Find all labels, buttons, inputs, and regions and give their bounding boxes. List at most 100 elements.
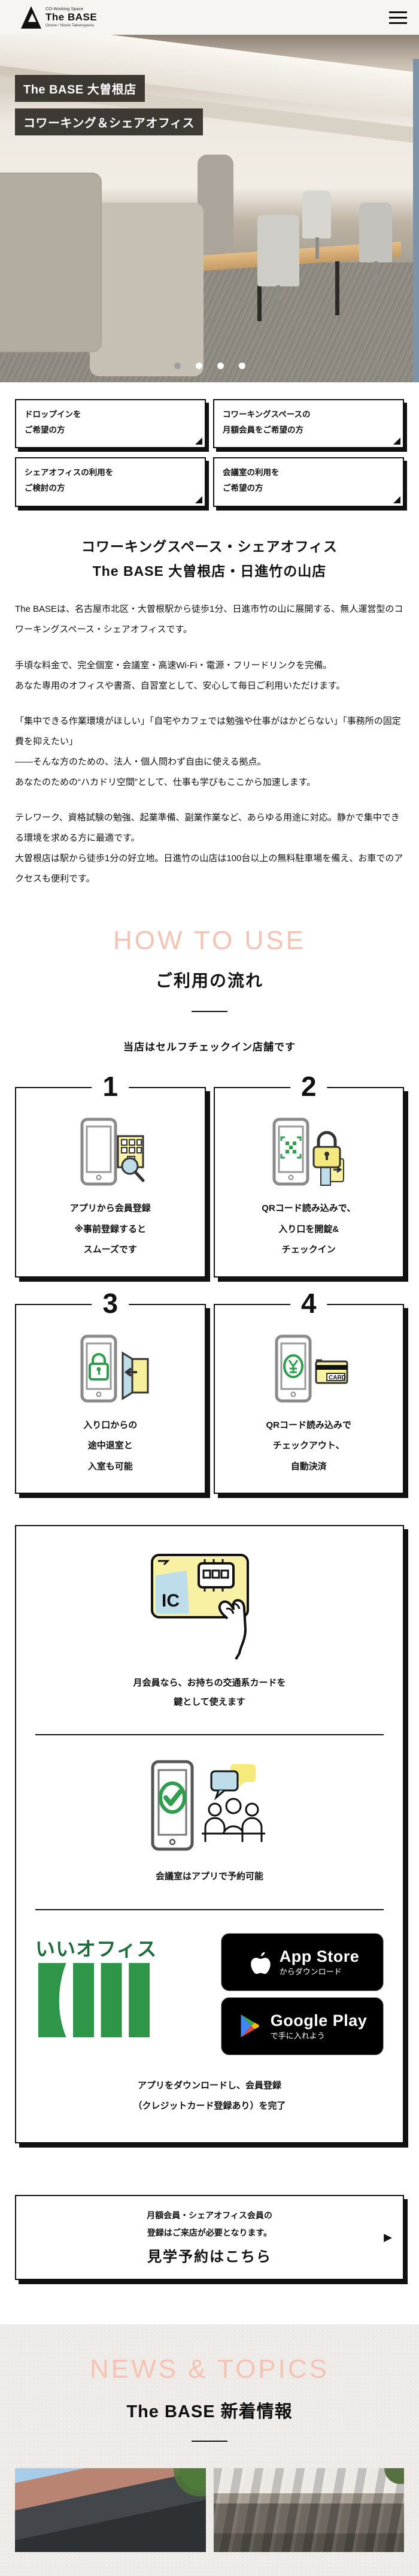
option-label: ドロップインを: [25, 410, 81, 419]
step-text: スムーズです: [83, 1245, 137, 1255]
ic-card-note-line2: 鍵として使えます: [174, 1696, 245, 1707]
apple-icon: [250, 1952, 271, 1974]
step-number: 3: [92, 1289, 129, 1318]
hero-photo-chair: [257, 215, 299, 307]
phone-qr-unlock-icon: [220, 1115, 399, 1191]
news-title: The BASE 新着情報: [126, 2402, 293, 2421]
cta-note-line1: 月額会員・シェアオフィス会員の: [147, 2210, 272, 2220]
news-section: NEWS & TOPICS The BASE 新着情報: [0, 2324, 419, 2576]
membership-info-box: IC 月会員なら、お持ちの交通系カードを 鍵として使えます: [15, 1525, 404, 2143]
news-photo-exterior[interactable]: [15, 2468, 206, 2552]
cta-note-line2: 登録はご来店が必要となります。: [147, 2228, 272, 2238]
corner-triangle-icon: [393, 496, 400, 503]
corner-triangle-icon: [195, 496, 202, 503]
logo-subtitle: Ozone / Nissin Takenoyama: [45, 23, 94, 28]
step-text: ※事前登録すると: [74, 1224, 147, 1234]
logo-brand: The BASE: [45, 11, 98, 23]
hero-carousel: The BASE 大曽根店 コワーキング＆シェアオフィス: [0, 35, 419, 382]
hamburger-menu-icon[interactable]: [389, 9, 407, 26]
intro-text-line: あなたのための“ハカドリ空間”として、仕事も学びもここから加速します。: [15, 777, 316, 787]
step-number: 1: [92, 1072, 129, 1101]
option-label: シェアオフィスの利用を: [25, 468, 114, 478]
tour-reservation-button[interactable]: 月額会員・シェアオフィス会員の 登録はご来店が必要となります。 見学予約はこちら…: [15, 2194, 404, 2280]
step-card-4: 4 CARD QRコード読み込みで チェックアウト、 自動決済: [213, 1289, 404, 1494]
hero-photo-window: [413, 59, 419, 382]
step-number: 2: [290, 1072, 327, 1101]
hero-photo-chair: [359, 203, 392, 283]
option-label: ご希望の方: [223, 483, 263, 493]
app-download-note-line1: アプリをダウンロードし、会員登録: [137, 2080, 281, 2091]
google-play-badge-subtitle: で手に入れよう: [270, 2031, 325, 2041]
option-label: 月額会員をご希望の方: [223, 425, 303, 434]
step-text: アプリから会員登録: [69, 1203, 151, 1214]
howto-section: HOW TO USE ご利用の流れ 当店はセルフチェックイン店舗です: [0, 926, 419, 1053]
news-kicker: NEWS & TOPICS: [89, 2354, 329, 2384]
carousel-dot-1[interactable]: [174, 363, 181, 369]
news-photo-interior[interactable]: [213, 2468, 404, 2552]
intro-text-line: あなた専用のオフィスや書斎、自習室として、安心して毎日ご利用いただけます。: [15, 680, 345, 691]
ic-card-note: 月会員なら、お持ちの交通系カードを 鍵として使えます: [33, 1674, 386, 1711]
intro-text-line: 手頃な料金で、完全個室・会議室・高速Wi-Fi・電源・フリードリンクを完備。: [15, 660, 332, 671]
app-download-note: アプリをダウンロードし、会員登録 （クレジットカード登録あり）を完了: [33, 2076, 386, 2117]
google-play-badge-title: Google Play: [270, 2012, 368, 2030]
step-card-3: 3 入り口からの 途中退室と 入室も可能: [15, 1289, 206, 1494]
intro-paragraph: The BASEは、名古屋市北区・大曽根駅から徒歩1分、日進市竹の山に展開する、…: [15, 599, 404, 640]
step-text: 入り口を開錠&: [278, 1224, 339, 1234]
step-number: 4: [290, 1289, 327, 1318]
ii-office-logo: いいオフィス: [35, 1933, 157, 2042]
app-store-badge-title: App Store: [279, 1947, 360, 1966]
ii-office-bars-icon: [38, 1962, 150, 2037]
the-base-logo-icon: [21, 6, 41, 29]
howto-title: ご利用の流れ: [155, 971, 263, 990]
intro-text-line: 大曽根店は駅から徒歩1分の好立地。日進竹の山店は100台以上の無料駐車場を備え、…: [15, 853, 403, 884]
carousel-dot-2[interactable]: [195, 363, 202, 369]
divider: [192, 1011, 227, 1013]
hero-store-name-badge: The BASE 大曽根店: [15, 75, 145, 102]
intro-text-line: ――そんな方のための、法人・個人問わず自由に使える拠点。: [15, 756, 266, 767]
phone-building-search-icon: [21, 1115, 200, 1191]
hero-photo-chair: [302, 191, 331, 259]
option-label: コワーキングスペースの: [223, 410, 311, 419]
hero-photo-desk-leg: [257, 267, 262, 321]
step-card-1: 1 アプリから会員登録 ※事前登録すると スムーズです: [15, 1072, 206, 1278]
site-header: CO-Working Space The BASE Ozone / Nissin…: [0, 0, 419, 35]
hero-photo-partition: [90, 203, 204, 376]
step-text: 途中退室と: [87, 1440, 133, 1451]
intro-text-line: The BASEは、名古屋市北区・大曽根駅から徒歩1分、日進市竹の山に展開する、…: [15, 604, 403, 635]
usage-steps: 1 アプリから会員登録 ※事前登録すると スムーズです: [15, 1072, 404, 1494]
step-text: 自動決済: [290, 1461, 327, 1472]
carousel-dot-4[interactable]: [238, 363, 245, 369]
phone-lock-door-icon: [21, 1331, 200, 1408]
divider: [192, 2440, 227, 2442]
intro-section: コワーキングスペース・シェアオフィス The BASE 大曽根店・日進竹の山店 …: [0, 507, 419, 889]
divider: [35, 1734, 384, 1736]
carousel-dot-3[interactable]: [217, 363, 224, 369]
svg-text:CARD: CARD: [329, 1375, 346, 1381]
meeting-reservation-illustration: [33, 1758, 386, 1854]
option-monthly-member-button[interactable]: コワーキングスペースの 月額会員をご希望の方: [213, 399, 404, 449]
carousel-dots: [0, 363, 419, 369]
intro-text-line: テレワーク、資格試験の勉強、起業準備、副業作業など、あらゆる用途に対応。静かで集…: [15, 813, 400, 844]
selfcheckin-note: 当店はセルフチェックイン店舗です: [123, 1041, 296, 1053]
ii-office-logo-text: いいオフィス: [35, 1937, 157, 1960]
corner-triangle-icon: [393, 437, 400, 445]
intro-text-line: 「集中できる作業環境がほしい」「自宅やカフェでは勉強や仕事がはかどらない」「事務…: [15, 716, 401, 747]
option-dropin-button[interactable]: ドロップインを ご希望の方: [15, 399, 206, 449]
step-card-2: 2: [213, 1072, 404, 1278]
phone-pay-card-icon: CARD: [220, 1331, 399, 1408]
intro-heading-line1: コワーキングスペース・シェアオフィス: [81, 538, 338, 554]
option-label: ご希望の方: [25, 425, 65, 434]
svg-text:IC: IC: [162, 1591, 180, 1611]
google-play-badge[interactable]: Google Play で手に入れよう: [221, 1997, 384, 2055]
option-share-office-button[interactable]: シェアオフィスの利用を ご検討の方: [15, 457, 206, 507]
visitor-option-buttons: ドロップインを ご希望の方 コワーキングスペースの 月額会員をご希望の方 シェア…: [15, 399, 404, 507]
option-meeting-room-button[interactable]: 会議室の利用を ご希望の方: [213, 457, 404, 507]
app-store-badge-subtitle: からダウンロード: [279, 1967, 342, 1977]
ic-card-hand-illustration: IC: [33, 1547, 386, 1660]
intro-heading: コワーキングスペース・シェアオフィス The BASE 大曽根店・日進竹の山店: [0, 534, 419, 584]
option-label: ご検討の方: [25, 483, 65, 493]
site-logo[interactable]: CO-Working Space The BASE Ozone / Nissin…: [21, 6, 97, 29]
hero-photo-partition: [198, 155, 233, 250]
app-store-badge[interactable]: App Store からダウンロード: [221, 1932, 384, 1991]
intro-paragraph: 「集中できる作業環境がほしい」「自宅やカフェでは勉強や仕事がはかどらない」「事務…: [15, 711, 404, 792]
